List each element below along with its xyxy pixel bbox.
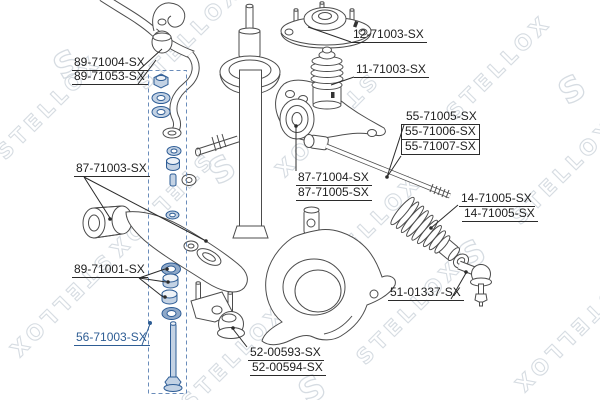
part-label-14-71005-sx-upper: 14-71005-SX <box>459 192 535 207</box>
inner-tie-rod <box>195 133 240 157</box>
part-label-89-71004-sx: 89-71004-SX <box>72 56 148 71</box>
ball-joint <box>190 281 245 339</box>
part-label-56-71003-sx-link[interactable]: 56-71003-SX <box>74 331 150 346</box>
part-label-87-71003-sx: 87-71003-SX <box>74 162 150 177</box>
part-label-55-71007-sx: 55-71007-SX <box>401 139 480 155</box>
strut-assembly <box>219 3 281 239</box>
steering-rack-boot <box>390 196 461 261</box>
part-label-89-71053-sx: 89-71053-SX <box>72 70 148 85</box>
part-label-51-01337-sx: 51-01337-SX <box>388 286 464 301</box>
part-label-87-71004-sx: 87-71004-SX <box>296 171 372 186</box>
leader-lines <box>83 26 468 348</box>
tie-rod <box>303 134 451 199</box>
highlight-dashed-box <box>148 70 187 394</box>
part-label-12-71003-sx: 12-71003-SX <box>351 28 427 43</box>
part-label-52-00594-sx: 52-00594-SX <box>250 361 326 376</box>
part-label-55-71005-sx: 55-71005-SX <box>404 110 480 125</box>
part-label-87-71005-sx: 87-71005-SX <box>296 186 372 201</box>
part-label-11-71003-sx: 11-71003-SX <box>354 63 429 78</box>
steering-knuckle <box>261 206 396 346</box>
part-label-52-00593-sx: 52-00593-SX <box>248 346 324 361</box>
part-label-14-71005-sx-lower: 14-71005-SX <box>462 207 538 222</box>
stabilizer-bar <box>99 0 200 186</box>
arm-bracket-bushing <box>275 79 386 141</box>
part-label-89-71001-sx: 89-71001-SX <box>72 263 148 278</box>
tie-rod-end <box>452 253 492 307</box>
part-label-55-71006-sx: 55-71006-SX <box>401 124 480 140</box>
strut-mount <box>280 1 372 49</box>
stabilizer-link-hardware <box>151 73 183 392</box>
bump-stop-boot <box>310 46 344 110</box>
